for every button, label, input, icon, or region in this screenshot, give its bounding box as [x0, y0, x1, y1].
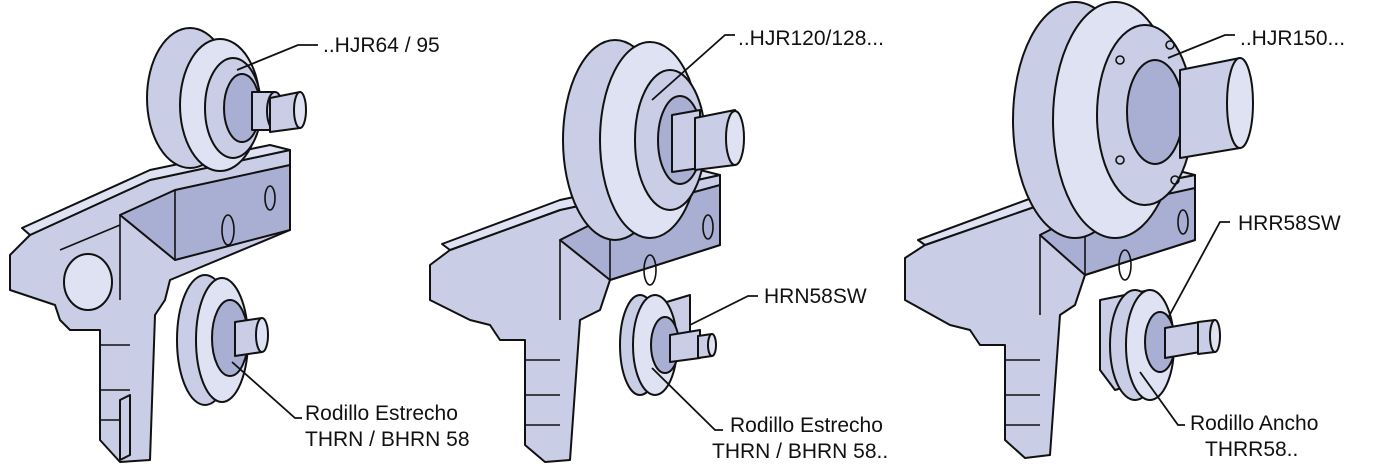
- bottom-label-middle-line1: Rodillo Estrecho: [730, 414, 883, 437]
- leader-side-middle: [689, 295, 758, 326]
- top-label-left: ..HJR64 / 95: [323, 34, 440, 57]
- lower-roller-left: [176, 274, 269, 406]
- leader-top-middle: [651, 34, 735, 101]
- leader-top-right: [1167, 34, 1235, 59]
- leader-side-right: [1167, 221, 1230, 319]
- upper-roller-right: [1012, 1, 1254, 239]
- upper-roller-left: [146, 27, 307, 172]
- bottom-label-right-line2: THRR58..: [1205, 438, 1298, 461]
- upper-roller-middle: [562, 39, 745, 241]
- bottom-label-left-line1: Rodillo Estrecho: [305, 402, 458, 425]
- bottom-label-middle-line2: THRN / BHRN 58..: [712, 440, 888, 463]
- leader-bottom-right: [1139, 371, 1185, 426]
- side-label-right: HRR58SW: [1238, 212, 1341, 235]
- assembly-middle: ..HJR120/128... HRN58SW Rodillo Estrecho…: [429, 27, 888, 463]
- bottom-label-left-line2: THRN / BHRN 58: [305, 428, 470, 451]
- carriage-block-left: [9, 144, 291, 463]
- assembly-right: ..HJR150... HRR58SW Rodillo Ancho THRR58…: [904, 1, 1345, 461]
- leader-bottom-middle: [651, 367, 723, 431]
- lower-roller-middle: [619, 294, 717, 396]
- assembly-left: ..HJR64 / 95 Rodillo Estrecho THRN / BHR…: [9, 27, 470, 463]
- bottom-label-right-line1: Rodillo Ancho: [1190, 412, 1318, 435]
- leader-bottom-left: [231, 361, 302, 419]
- top-label-middle: ..HJR120/128...: [738, 27, 884, 50]
- leader-top-left: [236, 44, 318, 71]
- lower-roller-right: [1109, 289, 1221, 401]
- side-label-middle: HRN58SW: [764, 285, 867, 308]
- top-label-right: ..HJR150...: [1240, 27, 1345, 50]
